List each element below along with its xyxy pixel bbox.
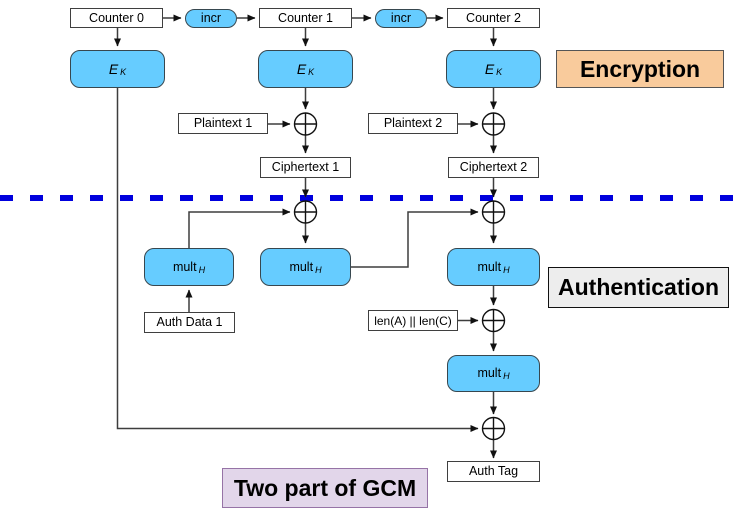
- xor-icon-ghash2: [481, 200, 506, 224]
- multh3-label: mult: [477, 259, 502, 274]
- multh3-subscript: H: [503, 264, 510, 275]
- plaintext1-box: Plaintext 1: [178, 113, 268, 134]
- multh1-subscript: H: [198, 264, 206, 275]
- plaintext2-box: Plaintext 2: [368, 113, 458, 134]
- ek1-label: E: [108, 61, 119, 77]
- ciphertext2-box: Ciphertext 2: [448, 157, 539, 178]
- incr-pill-2: incr: [375, 9, 427, 28]
- counter2-box: Counter 2: [447, 8, 540, 28]
- encryption-section-label: Encryption: [556, 50, 724, 88]
- ek1-subscript: K: [120, 66, 127, 77]
- ciphertext1-box: Ciphertext 1: [260, 157, 351, 178]
- auth-tag-box: Auth Tag: [447, 461, 540, 482]
- incr-pill-1: incr: [185, 9, 237, 28]
- multh4-subscript: H: [503, 371, 510, 381]
- multh2-label: mult: [289, 259, 314, 274]
- xor-icon-len: [481, 308, 506, 333]
- ek3-label: E: [484, 61, 495, 77]
- xor-icon-plaintext2: [481, 112, 506, 136]
- ek2-label: E: [296, 61, 307, 77]
- xor-icon-final: [481, 416, 506, 441]
- connector-multh2-xor4: [351, 208, 479, 268]
- multh4-label: mult: [477, 366, 502, 381]
- ek3-subscript: K: [496, 66, 503, 77]
- multh1-label: mult: [172, 259, 197, 274]
- counter1-box: Counter 1: [259, 8, 352, 28]
- len-box: len(A) || len(C): [368, 310, 458, 331]
- counter0-box: Counter 0: [70, 8, 163, 28]
- connector-ek1-xor6: [116, 88, 479, 432]
- ek2-subscript: K: [308, 66, 315, 77]
- connector-multh1-xor3: [188, 208, 291, 248]
- authentication-section-label: Authentication: [548, 267, 729, 308]
- multh2-subscript: H: [315, 264, 322, 275]
- auth-data1-box: Auth Data 1: [144, 312, 235, 333]
- footer-title-label: Two part of GCM: [222, 468, 428, 508]
- xor-icon-ghash1: [293, 200, 318, 224]
- xor-icon-plaintext1: [293, 112, 318, 136]
